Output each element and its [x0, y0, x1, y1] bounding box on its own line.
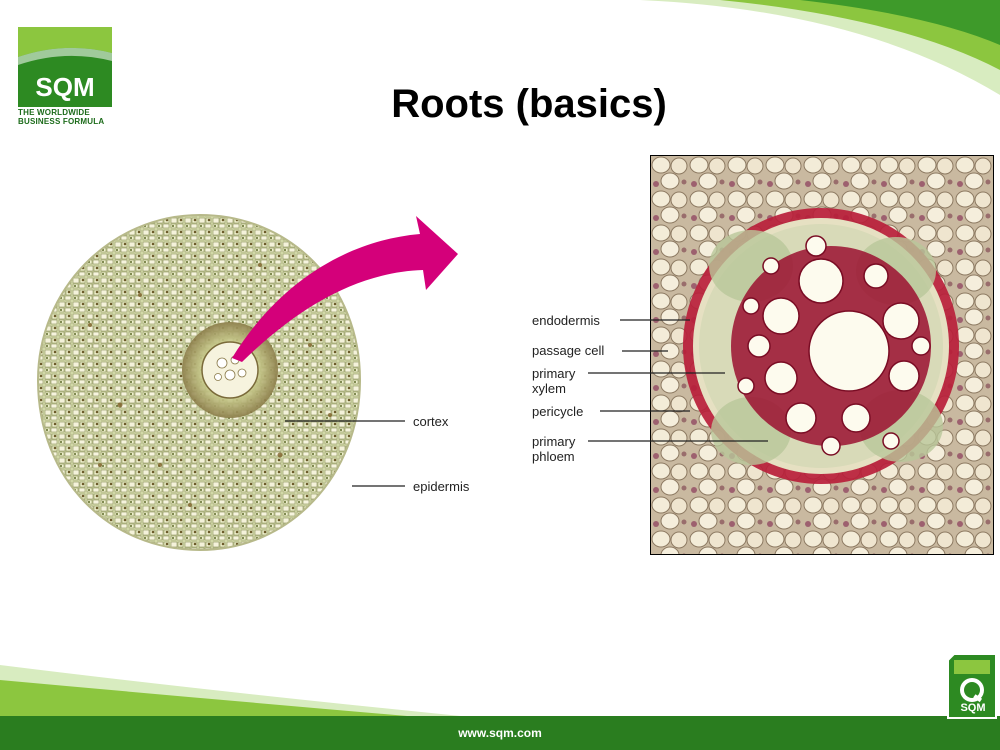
logo-brand: SQM: [35, 72, 95, 102]
sqm-logo: [18, 27, 112, 107]
slide-title: Roots (basics): [391, 82, 667, 126]
label-epidermis: epidermis: [413, 479, 470, 494]
logo-tagline-line2: BUSINESS FORMULA: [18, 117, 105, 126]
label-pericycle: pericycle: [532, 404, 584, 419]
label-primary-xylem-line1: primary: [532, 366, 576, 381]
label-endodermis: endodermis: [532, 313, 600, 328]
corner-sqm-badge: [947, 653, 997, 719]
label-primary-xylem-line2: xylem: [532, 381, 566, 396]
corner-badge-brand: SQM: [960, 702, 986, 714]
magnify-arrow: [232, 216, 458, 362]
logo-tagline: THE WORLDWIDE BUSINESS FORMULA: [18, 108, 118, 126]
logo-tagline-line1: THE WORLDWIDE: [18, 108, 90, 117]
footer-url: www.sqm.com: [458, 726, 542, 740]
label-primary-phloem-line1: primary: [532, 434, 576, 449]
label-primary-phloem: primary phloem: [532, 434, 575, 464]
label-primary-phloem-line2: phloem: [532, 449, 575, 464]
stele-micrograph-frame: [650, 155, 994, 555]
label-primary-xylem: primary xylem: [532, 366, 575, 396]
label-cortex: cortex: [413, 414, 449, 429]
label-passage-cell: passage cell: [532, 343, 605, 358]
stele-micrograph-image: [651, 156, 993, 554]
